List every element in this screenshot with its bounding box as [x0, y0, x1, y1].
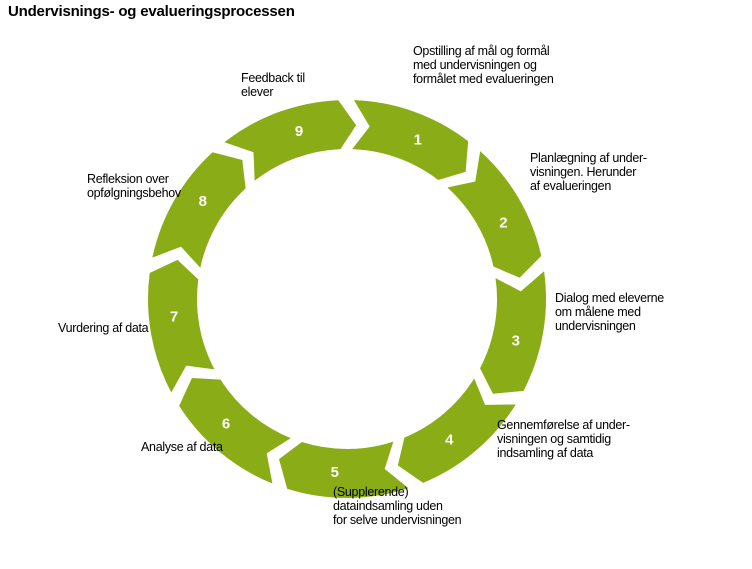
- step-2-label: Planlægning af under-visningen. Herunder…: [530, 151, 647, 193]
- step-4-label: Gennemførelse af under-visningen og samt…: [497, 418, 630, 460]
- segment-5-number: 5: [331, 464, 339, 481]
- segment-8: [152, 152, 246, 268]
- segment-5: [279, 441, 409, 498]
- segment-7: [147, 259, 215, 393]
- segment-6: [179, 377, 291, 484]
- segment-2: [447, 151, 542, 278]
- segment-7-number: 7: [170, 309, 178, 326]
- segment-8-number: 8: [199, 193, 207, 210]
- segment-6-number: 6: [222, 416, 230, 433]
- segment-1-number: 1: [414, 132, 422, 149]
- segment-1: [352, 100, 469, 180]
- segment-9: [224, 100, 357, 181]
- step-7-label: Vurdering af data: [58, 321, 149, 335]
- segment-9-number: 9: [295, 123, 303, 140]
- segment-4: [397, 378, 516, 483]
- page-title: Undervisnings- og evalueringsprocessen: [8, 3, 295, 20]
- segment-3: [480, 271, 546, 394]
- segment-2-number: 2: [499, 214, 507, 231]
- segment-4-number: 4: [445, 431, 454, 448]
- step-6-label: Analyse af data: [141, 440, 223, 454]
- segment-3-number: 3: [512, 333, 520, 350]
